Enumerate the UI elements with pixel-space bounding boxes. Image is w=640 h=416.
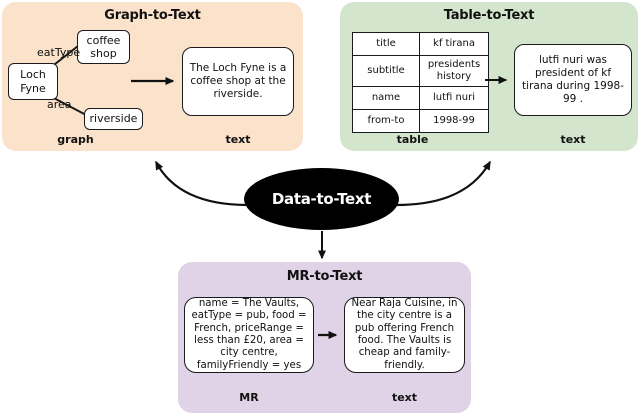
panel-graph-to-text-title: Graph-to-Text (104, 8, 201, 23)
arrow-hub-to-table-panel (395, 160, 491, 207)
mr-output-text-box: Near Raja Cuisine, in the city centre is… (344, 297, 465, 373)
graph-node-riverside-label: riverside (89, 112, 138, 126)
graph-node-coffee-shop: coffee shop (77, 30, 130, 64)
table-cell-key: name (352, 85, 420, 110)
graph-edge-label-eattype: eatType (37, 46, 81, 59)
table-output-text-box: lutfi nuri was president of kf tirana du… (514, 44, 632, 116)
mr-caption: MR (239, 391, 259, 404)
table-row: subtitle presidents history (352, 55, 489, 87)
table-row: title kf tirana (352, 32, 489, 56)
table-caption: table (396, 133, 429, 146)
table-cell-value: kf tirana (419, 32, 489, 56)
panel-table-to-text-title: Table-to-Text (443, 8, 535, 23)
graph-output-caption: text (225, 133, 251, 146)
table-row: name lutfi nuri (352, 85, 489, 110)
panel-mr-to-text-title: MR-to-Text (286, 269, 363, 284)
hub-ellipse: Data-to-Text (244, 168, 399, 230)
graph-output-text: The Loch Fyne is a coffee shop at the ri… (189, 62, 287, 100)
graph-node-coffee-shop-label: coffee shop (86, 33, 121, 60)
graph-node-riverside: riverside (84, 108, 143, 130)
hub-label: Data-to-Text (271, 190, 372, 208)
table-output-caption: text (560, 133, 586, 146)
mr-input-box: name = The Vaults, eatType = pub, food =… (184, 297, 314, 373)
table-cell-value: presidents history (419, 55, 489, 87)
table-cell-value: 1998-99 (419, 108, 489, 133)
mr-output-caption: text (391, 391, 418, 404)
mr-input-text: name = The Vaults, eatType = pub, food =… (191, 297, 307, 371)
data-table: title kf tirana subtitle presidents hist… (352, 32, 489, 133)
arrow-hub-to-graph-panel (155, 160, 249, 207)
graph-node-loch-fyne: Loch Fyne (8, 63, 58, 100)
graph-output-text-box: The Loch Fyne is a coffee shop at the ri… (182, 47, 294, 116)
graph-edge-label-area: area (47, 98, 72, 111)
table-cell-key: from-to (352, 108, 420, 133)
table-cell-value: lutfi nuri (419, 85, 489, 110)
table-cell-key: title (352, 32, 420, 56)
table-cell-key: subtitle (352, 55, 420, 87)
graph-node-loch-fyne-label: Loch Fyne (20, 68, 46, 95)
table-output-text: lutfi nuri was president of kf tirana du… (522, 54, 624, 105)
graph-caption: graph (57, 133, 94, 146)
table-row: from-to 1998-99 (352, 108, 489, 133)
mr-output-text: Near Raja Cuisine, in the city centre is… (351, 297, 458, 371)
